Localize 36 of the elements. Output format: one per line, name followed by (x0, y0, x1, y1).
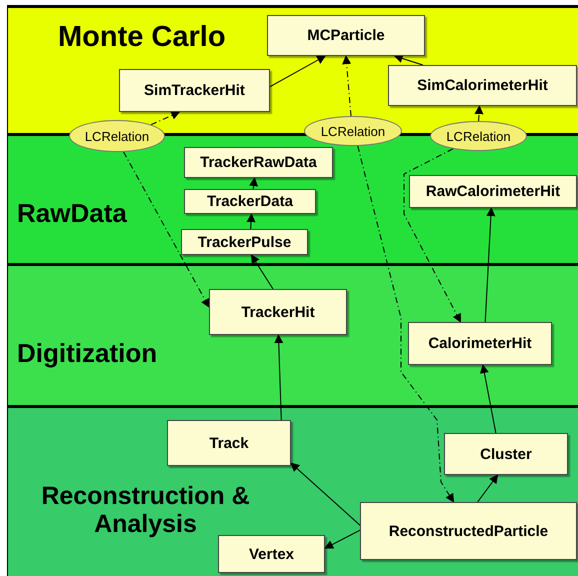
layer-band (7, 263, 578, 407)
arrow (150, 111, 180, 126)
arrow (270, 56, 326, 88)
arrow (246, 213, 256, 230)
layer-band (7, 405, 578, 576)
arrow (484, 207, 496, 322)
arrow (394, 54, 424, 66)
class-box: TrackerRawData (184, 147, 333, 178)
arrow (474, 105, 484, 122)
layer-heading: Digitization (17, 339, 158, 368)
layer-heading: RawData (17, 199, 128, 228)
class-box: TrackerHit (209, 289, 347, 335)
arrow (324, 530, 360, 549)
class-box: Cluster (444, 433, 568, 475)
class-box: RawCalorimeterHit (409, 175, 577, 208)
class-box: Vertex (218, 535, 325, 573)
class-box: TrackerData (184, 189, 316, 214)
arrow (404, 148, 462, 323)
arrow (250, 254, 274, 290)
class-box: Track (167, 420, 291, 466)
arrow (123, 151, 210, 308)
arrow (342, 55, 352, 117)
arrow (477, 474, 498, 502)
class-box: ReconstructedParticle (360, 502, 577, 560)
class-box: SimTrackerHit (119, 69, 270, 112)
class-box: TrackerPulse (181, 229, 308, 255)
class-box: MCParticle (267, 15, 425, 56)
class-box: SimCalorimeterHit (388, 65, 577, 106)
arrow (480, 364, 496, 434)
layer-heading: Reconstruction & Analysis (40, 483, 251, 538)
arrow (290, 462, 360, 526)
arrow (249, 177, 258, 190)
class-box: CalorimeterHit (408, 322, 552, 365)
arrow (274, 334, 284, 420)
arrow (357, 145, 454, 503)
layer-heading: Monte Carlo (58, 22, 227, 54)
